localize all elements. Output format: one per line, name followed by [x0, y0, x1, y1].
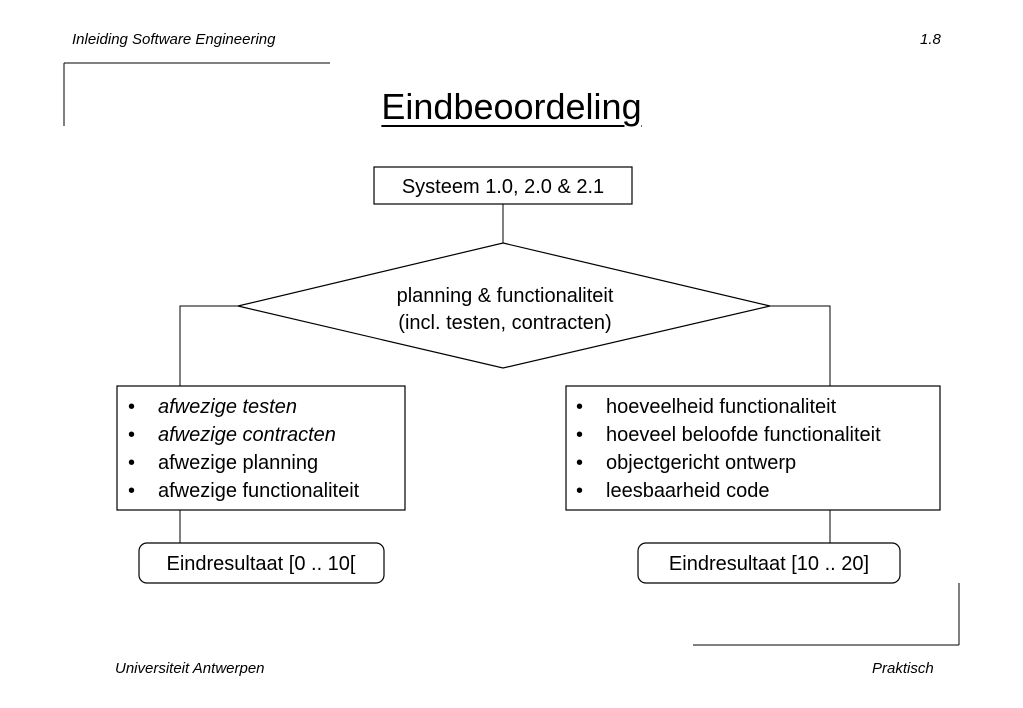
slide-title: Eindbeoordeling: [0, 87, 1023, 127]
slide-title-text: Eindbeoordeling: [381, 86, 642, 127]
course-title: Inleiding Software Engineering: [72, 31, 276, 48]
left-criteria-list: • afwezige testen • afwezige contracten …: [128, 396, 360, 502]
slide-number: 1.8: [920, 31, 941, 48]
right-result-label: Eindresultaat [10 .. 20]: [669, 553, 869, 575]
right-criteria-item: leesbaarheid code: [606, 480, 769, 502]
right-result-box: [637, 542, 901, 584]
bullet: •: [128, 452, 135, 474]
left-criteria-box: [116, 385, 406, 511]
left-criteria-item: afwezige planning: [158, 452, 318, 474]
bullet: •: [576, 452, 583, 474]
left-criteria-item: afwezige contracten: [158, 424, 336, 446]
right-criteria-item: hoeveelheid functionaliteit: [606, 396, 837, 418]
bullet: •: [576, 396, 583, 418]
bullet: •: [128, 480, 135, 502]
footer-section: Praktisch: [872, 660, 934, 677]
start-box-label: Systeem 1.0, 2.0 & 2.1: [402, 176, 604, 198]
bullet: •: [576, 480, 583, 502]
bullet: •: [128, 396, 135, 418]
left-result-label: Eindresultaat [0 .. 10[: [166, 553, 355, 575]
bullet: •: [128, 424, 135, 446]
bullet: •: [576, 424, 583, 446]
connector-decision-to-right: [770, 305, 831, 386]
decision-diamond: [237, 242, 771, 369]
connector-decision-to-left: [179, 305, 238, 386]
right-criteria-item: hoeveel beloofde functionaliteit: [606, 424, 881, 446]
decision-label-line1: planning & functionaliteit: [397, 285, 614, 307]
left-criteria-item: afwezige functionaliteit: [158, 480, 360, 502]
left-criteria-item: afwezige testen: [158, 396, 297, 418]
right-criteria-box: [565, 385, 941, 511]
start-box: [373, 166, 633, 205]
right-criteria-item: objectgericht ontwerp: [606, 452, 796, 474]
right-criteria-list: • hoeveelheid functionaliteit • hoeveel …: [576, 396, 881, 502]
footer-university: Universiteit Antwerpen: [115, 660, 265, 677]
left-result-box: [138, 542, 385, 584]
decision-label-line2: (incl. testen, contracten): [398, 312, 611, 334]
